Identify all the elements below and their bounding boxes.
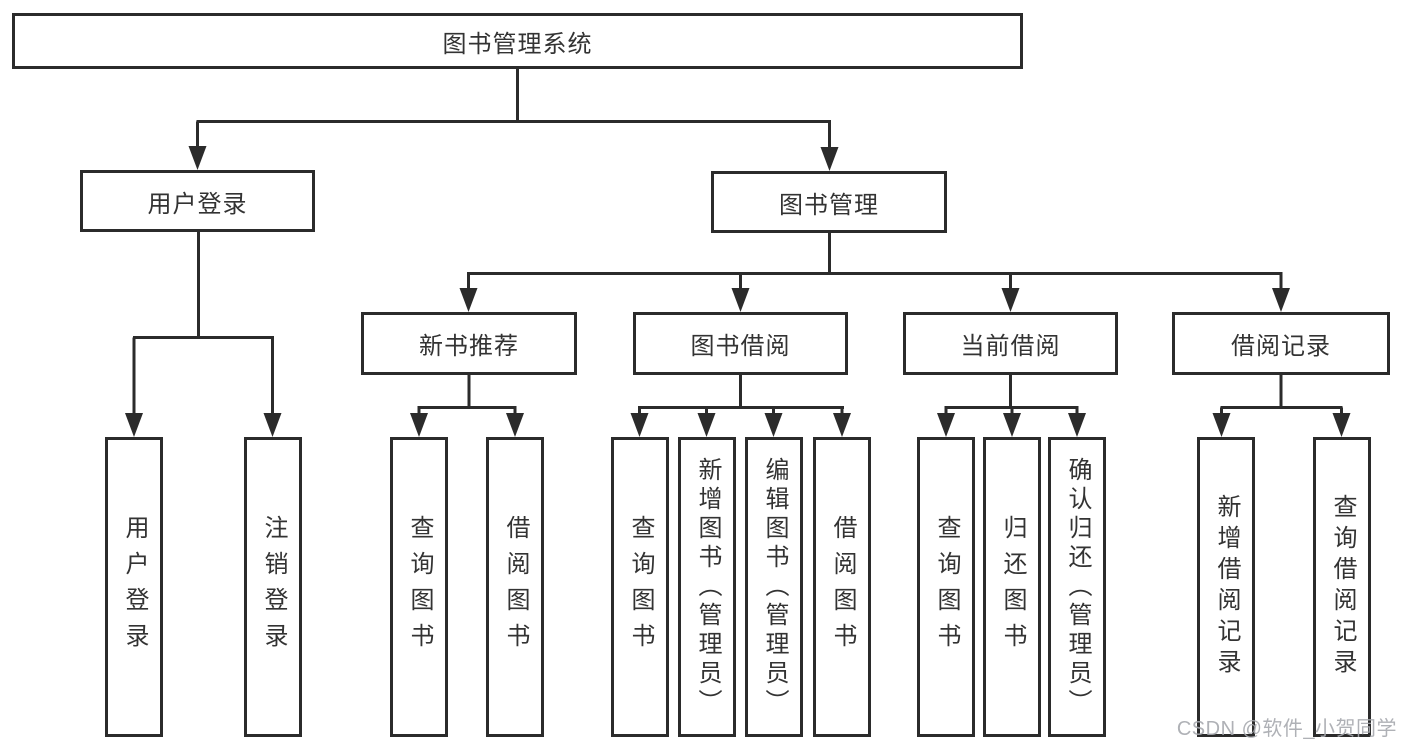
arrow-down-icon [820,147,839,171]
leaf-borrow-books-2: 借阅图书 [813,437,871,737]
leaf-query-books-1: 查询图书 [390,437,448,737]
node-book-borrow: 图书借阅 [633,312,848,375]
arrow-down-icon [833,413,851,437]
node-borrow-records: 借阅记录 [1172,312,1390,375]
leaf-return-books: 归还图书 [983,437,1041,737]
arrow-down-icon [459,288,478,312]
leaf-borrow-books-1: 借阅图书 [486,437,544,737]
leaf-return-books-label: 归还图书 [999,515,1026,659]
arrow-down-icon [630,413,649,437]
arrow-down-icon [125,413,143,437]
leaf-query-borrow-record-label: 查询借阅记录 [1329,494,1356,680]
leaf-logout-label: 注销登录 [260,515,287,659]
leaf-add-borrow-record: 新增借阅记录 [1197,437,1255,737]
leaf-query-books-1-label: 查询图书 [406,515,433,659]
arrow-down-icon [1332,413,1351,437]
arrow-down-icon [697,413,716,437]
node-book-management-label: 图书管理 [779,191,879,219]
node-book-borrow-label: 图书借阅 [690,333,791,360]
arrow-down-icon [410,413,428,437]
node-current-borrow: 当前借阅 [903,312,1118,375]
arrow-down-icon [1068,413,1086,437]
leaf-query-books-3: 查询图书 [917,437,975,737]
arrow-down-icon [1001,288,1020,312]
leaf-query-books-3-label: 查询图书 [933,515,960,659]
arrow-down-icon [937,413,955,437]
node-book-management: 图书管理 [711,171,947,233]
arrow-down-icon [188,146,207,170]
node-library-system: 图书管理系统 [12,13,1023,69]
leaf-query-books-2-label: 查询图书 [627,515,654,659]
leaf-add-books-admin-label: 新增图书（管理员） [694,456,721,718]
arrow-down-icon [1212,413,1231,437]
arrow-down-icon [263,413,282,437]
node-user-login: 用户登录 [80,170,315,232]
node-new-book-recommend: 新书推荐 [361,312,577,375]
leaf-confirm-return-admin-label: 确认归还（管理员） [1064,456,1091,718]
node-borrow-records-label: 借阅记录 [1231,333,1331,360]
leaf-add-books-admin: 新增图书（管理员） [678,437,736,737]
leaf-user-login-label: 用户登录 [121,515,148,659]
node-library-system-label: 图书管理系统 [442,30,593,58]
leaf-add-borrow-record-label: 新增借阅记录 [1213,494,1240,680]
node-current-borrow-label: 当前借阅 [960,333,1061,360]
leaf-confirm-return-admin: 确认归还（管理员） [1048,437,1106,737]
leaf-borrow-books-2-label: 借阅图书 [829,515,856,659]
arrow-down-icon [506,413,524,437]
leaf-edit-books-admin: 编辑图书（管理员） [745,437,803,737]
leaf-borrow-books-1-label: 借阅图书 [502,515,529,659]
arrow-down-icon [764,413,783,437]
arrow-down-icon [1003,413,1021,437]
node-user-login-label: 用户登录 [147,190,248,218]
watermark: CSDN @软件_小贺同学 [1176,718,1397,740]
node-new-book-recommend-label: 新书推荐 [419,333,519,360]
leaf-logout: 注销登录 [244,437,302,737]
leaf-edit-books-admin-label: 编辑图书（管理员） [761,456,788,718]
leaf-query-borrow-record: 查询借阅记录 [1313,437,1371,737]
arrow-down-icon [1272,288,1290,312]
leaf-query-books-2: 查询图书 [611,437,669,737]
leaf-user-login: 用户登录 [105,437,163,737]
arrow-down-icon [731,288,750,312]
